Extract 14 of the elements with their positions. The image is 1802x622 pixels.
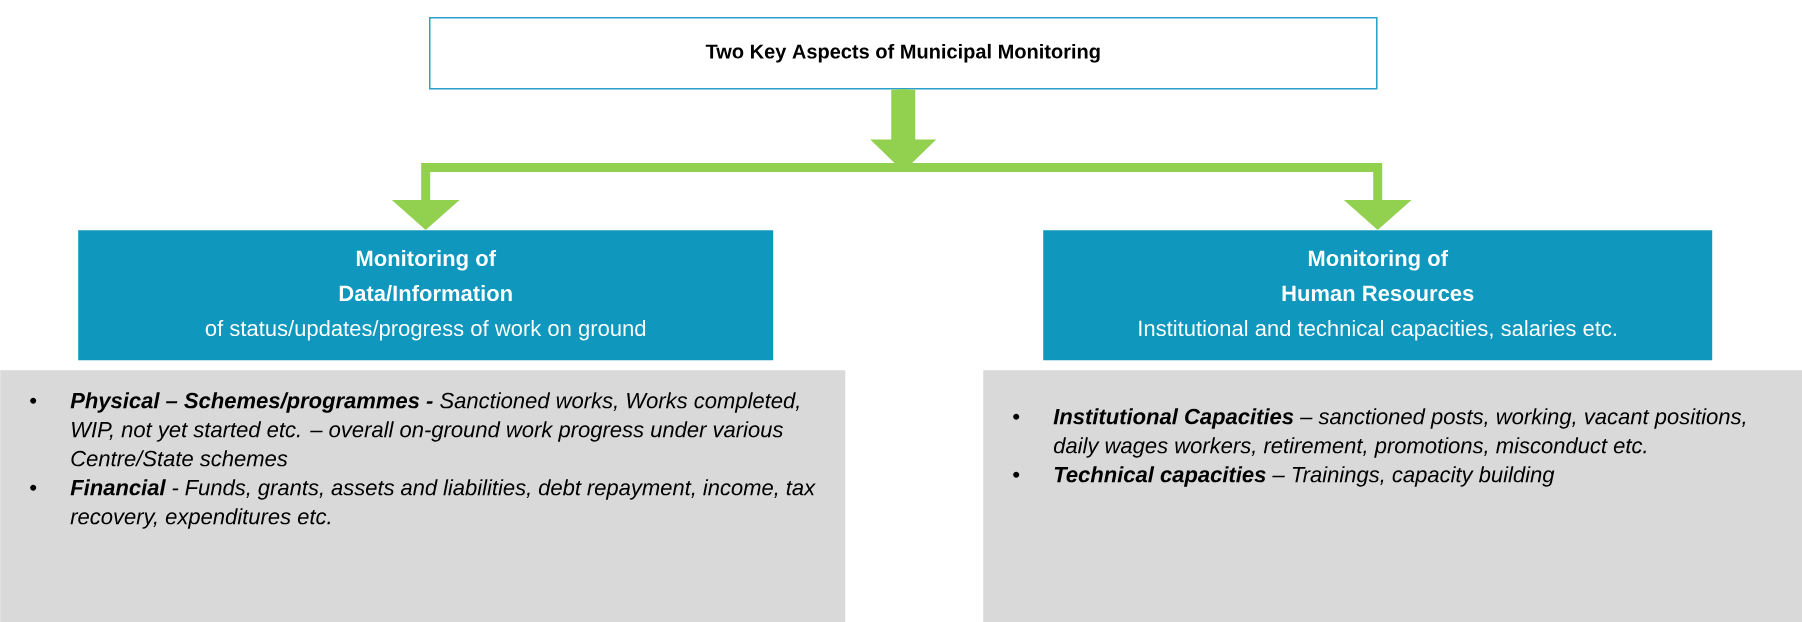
bullet-item: Technical capacities – Trainings, capacity building — [1054, 466, 1555, 487]
bullet-item: Physical – Schemes/programmes - Sanctioned works, Works completed, WIP, not yet started etc. – overall on-ground work progress under various Centre/State schemes — [70, 392, 799, 467]
subtitle-text: Institutional and technical capacities, salaries etc. — [1139, 319, 1617, 341]
heading-text: Monitoring of Human Resources — [1282, 249, 1474, 302]
category-box — [78, 230, 774, 361]
detail-panel — [0, 370, 846, 622]
subtitle-text: of status/updates/progress of work on ground — [205, 319, 646, 341]
bullet-item: Financial - Funds, grants, assets and liabilities, debt repayment, income, tax recovery, expenditures etc. — [70, 479, 816, 529]
category-box — [1043, 230, 1713, 361]
bullet-item: Institutional Capacities – sanctioned posts, working, vacant positions, daily wages workers, retirement, promotions, misconduct etc. — [1053, 408, 1746, 458]
title-text: Two Key Aspects of Municipal Monitoring — [705, 43, 1100, 63]
detail-panel — [983, 370, 1802, 622]
heading-text: Monitoring of Data/Information — [339, 249, 512, 302]
title-box — [429, 17, 1378, 90]
